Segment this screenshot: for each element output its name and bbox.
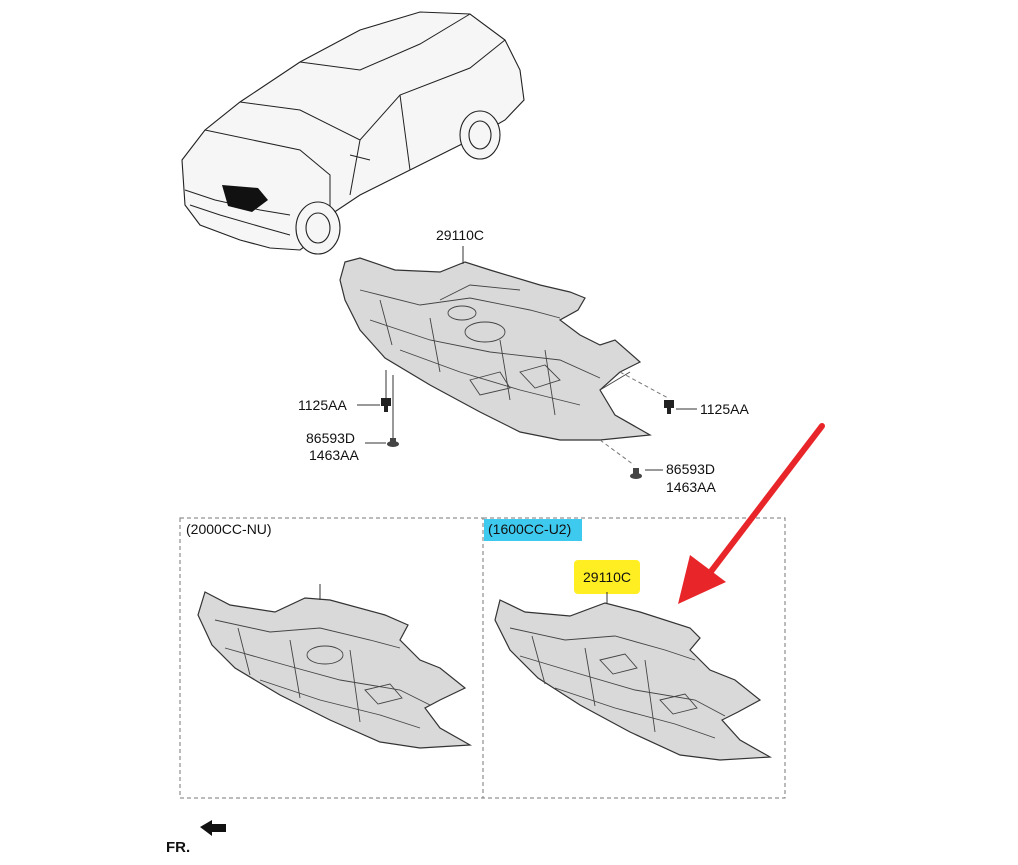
front-orientation-label: FR.: [166, 839, 190, 856]
main-part-label: 29110C: [436, 227, 484, 243]
right-clip-label-2: 1463AA: [666, 479, 716, 495]
left-bolt: [381, 370, 391, 412]
left-clip: [387, 375, 399, 447]
car-illustration: [181, 11, 525, 255]
left-clip-label-2: 1463AA: [309, 447, 359, 463]
right-clip: [630, 468, 642, 479]
right-bolt-label: 1125AA: [700, 401, 749, 417]
right-variant-part-label: 29110C: [583, 569, 631, 585]
left-bolt-label: 1125AA: [298, 397, 347, 413]
left-variant-panel: [197, 591, 473, 749]
variant-box-right: [482, 517, 786, 799]
right-clip-label-1: 86593D: [666, 461, 715, 477]
left-clip-label-1: 86593D: [306, 430, 355, 446]
right-variant-label: (1600CC-U2): [488, 521, 571, 537]
right-bolt: [664, 400, 674, 414]
callout-arrow: [678, 423, 825, 604]
left-variant-label: (2000CC-NU): [186, 521, 272, 537]
right-variant-panel: [494, 599, 773, 761]
main-under-cover-panel: [339, 257, 669, 466]
undercover-location-marker: [222, 185, 268, 212]
part-label-highlight: [574, 560, 640, 594]
variant-label-highlight: [484, 519, 582, 541]
front-direction-icon: [200, 820, 226, 836]
